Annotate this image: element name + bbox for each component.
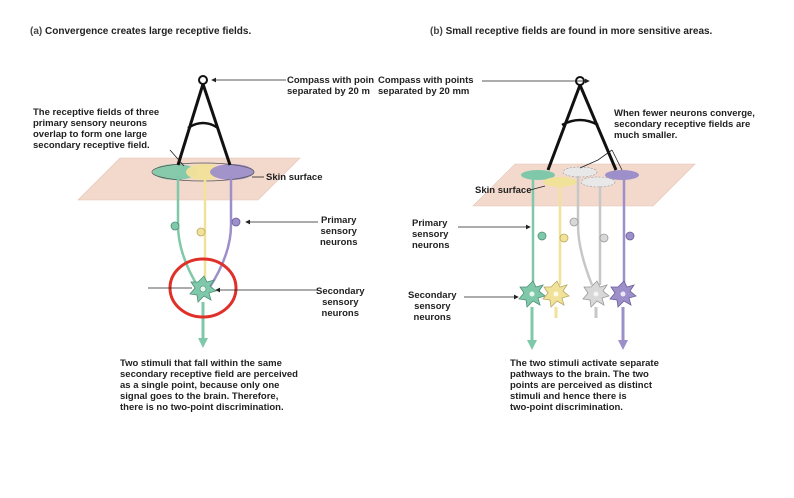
compass-b (546, 76, 618, 171)
primary-neuron-body-green-a (170, 221, 180, 231)
secondary-neuron-yellow-b (542, 280, 570, 308)
primary-neuron-body-purple-b (625, 231, 635, 241)
secondary-neuron-green-b (518, 280, 546, 308)
leader-note-a (169, 149, 185, 167)
primary-neuron-body-yellow-b (559, 233, 569, 243)
primary-neuron-body-purple-a (231, 217, 241, 227)
receptive-field-note-a: The receptive fields of three primary se… (33, 107, 160, 151)
receptive-field-yellow-b (543, 177, 577, 187)
secondary-receptive-field-a (151, 162, 255, 182)
secondary-neuron-a (189, 275, 217, 303)
panel-a-title-text: Convergence creates large receptive fiel… (45, 26, 252, 37)
leader-skin-b (529, 185, 546, 191)
receptive-field-gray1-b (562, 166, 598, 178)
panel-a-tag: (a) (30, 26, 43, 37)
receptive-field-purple-a (210, 164, 254, 180)
primary-neurons-label-b: Primary sensory neurons (412, 218, 450, 251)
primary-neuron-body-yellow-a (196, 227, 206, 237)
receptive-field-green-b (521, 170, 555, 180)
primary-neurons-label-a: Primary sensory neurons (320, 215, 358, 248)
receptive-field-green-a (153, 164, 197, 180)
signal-arrowhead-a (198, 338, 208, 348)
primary-neuron-body-gray1-b (569, 217, 579, 227)
receptive-field-purple-b (605, 170, 639, 180)
receptive-field-gray2-b (580, 176, 616, 188)
secondary-neuron-purple-b (609, 280, 637, 308)
skin-surface-label-a: Skin surface (266, 172, 323, 183)
caption-a: Two stimuli that fall within the same se… (120, 358, 298, 413)
panel-b-tag: (b) (430, 26, 443, 37)
compass-a (176, 75, 232, 166)
signal-arrowhead-green-b (527, 340, 537, 350)
leader-converge-b (579, 149, 613, 169)
secondary-neurons-label-b: Secondary sensory neurons (408, 290, 457, 323)
panel-a-title: (a) Convergence creates large receptive … (30, 26, 251, 37)
panel-b-title: (b) Small receptive fields are found in … (430, 26, 712, 37)
caption-b: The two stimuli activate separate pathwa… (510, 358, 659, 413)
primary-neuron-body-gray2-b (599, 233, 609, 243)
compass-label-b: Compass with points separated by 20 mm (378, 75, 474, 97)
primary-neuron-body-green-b (537, 231, 547, 241)
converge-note-b: When fewer neurons converge, secondary r… (614, 108, 755, 141)
secondary-neurons-label-a: Secondary sensory neurons (316, 286, 365, 319)
panel-b-title-text: Small receptive fields are found in more… (445, 26, 713, 37)
secondary-neuron-gray-b (582, 280, 610, 308)
skin-surface-label-b: Skin surface (475, 185, 532, 196)
axon-gray1-b (576, 176, 594, 286)
signal-arrowhead-purple-b (618, 340, 628, 350)
leader-converge-b2 (611, 149, 623, 171)
compass-label-a: Compass with poin separated by 20 m (287, 75, 375, 97)
